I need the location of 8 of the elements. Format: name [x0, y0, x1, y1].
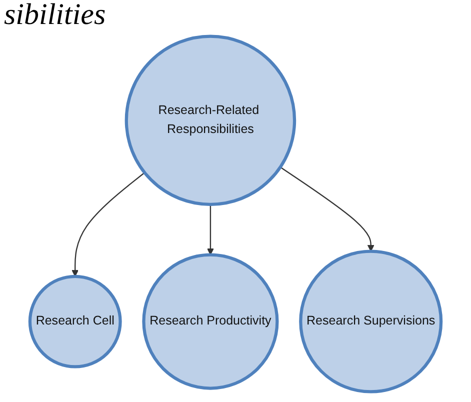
node-circle: Research Cell	[28, 274, 122, 368]
arrow	[207, 204, 214, 256]
node-circle: Research Supervisions	[299, 250, 443, 394]
arrow	[72, 172, 145, 277]
node-circle: Research-Related Responsibilities	[124, 34, 296, 206]
arrow	[280, 166, 374, 252]
diagram-title: sibilities	[4, 0, 106, 30]
node-circle: Research Productivity	[142, 253, 279, 390]
